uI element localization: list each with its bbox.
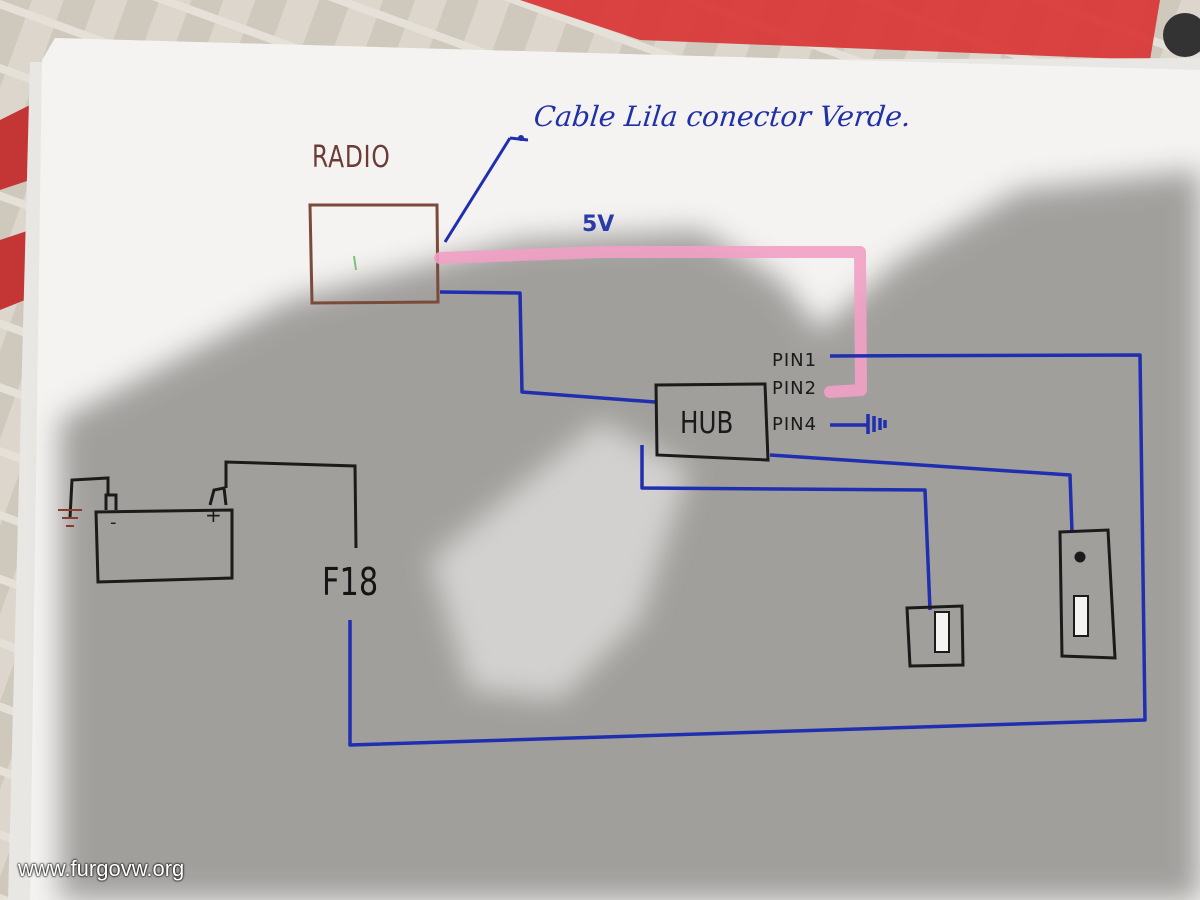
battery — [58, 460, 358, 584]
shadow-gap — [430, 420, 690, 700]
note-wire — [443, 135, 529, 243]
small-socket — [905, 604, 965, 668]
voltage-label: 5V — [582, 212, 615, 237]
wire-pin1-loop — [348, 353, 1147, 747]
pin2-label: PIN2 — [772, 378, 818, 399]
wire-radio-to-hub — [439, 290, 656, 404]
wire-hub-to-small-socket — [640, 445, 932, 611]
large-socket — [1058, 528, 1117, 660]
pin4-label: PIN4 — [772, 414, 818, 435]
watermark[interactable]: www.furgovw.org — [18, 856, 185, 881]
blue-wires — [348, 290, 1147, 747]
pin1-label: PIN1 — [772, 350, 818, 371]
radio-label: RADIO — [312, 140, 391, 175]
radio-box — [308, 203, 440, 305]
pink-5v-wire — [434, 246, 867, 398]
fuse-label: F18 — [322, 560, 379, 604]
wire-note-label: Cable Lila conector Verde. — [532, 100, 913, 133]
battery-minus-label: - — [110, 512, 117, 533]
wire-hub-to-large-socket — [769, 453, 1074, 533]
hub-label: HUB — [680, 406, 734, 441]
hub-box — [654, 382, 770, 462]
battery-plus-label: + — [205, 503, 222, 527]
